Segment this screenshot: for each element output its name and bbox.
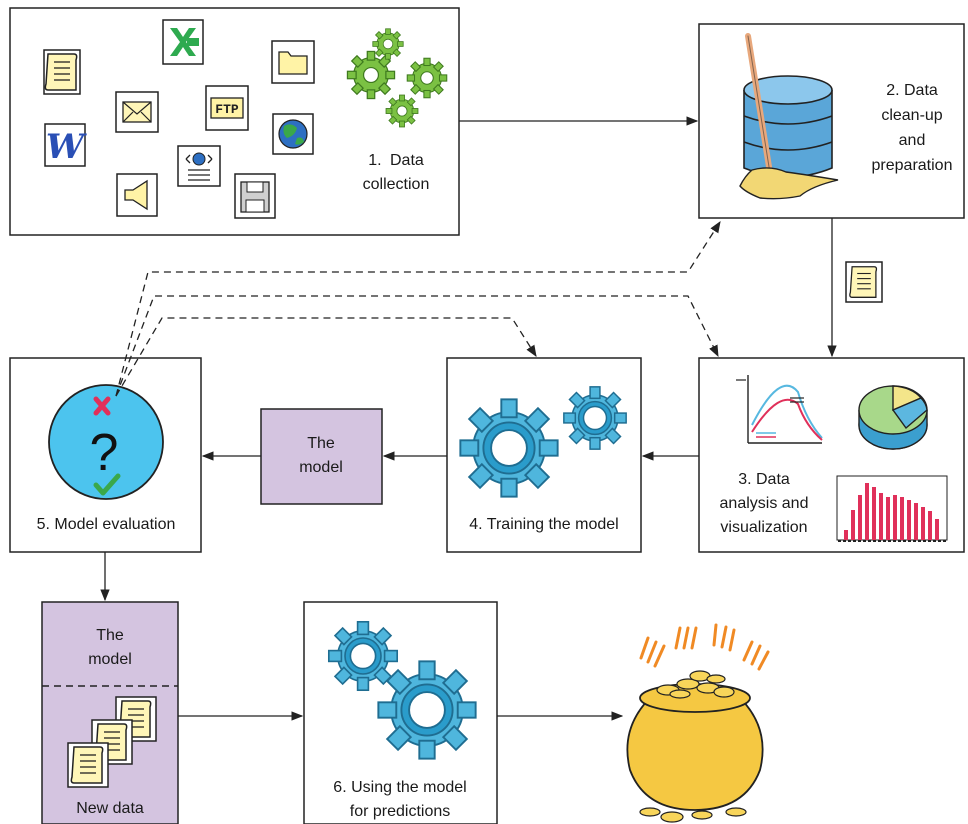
step-data-collection: FTP W [9,7,460,236]
question-mark: ? [90,424,119,482]
step-1-word: Data [390,152,424,169]
feedback-to-training [115,317,537,397]
step-1-label: 1. Data [368,152,424,169]
step-4-label: 4. Training the model [469,516,618,533]
new-data-label: New data [76,800,144,817]
cross-icon [93,396,111,416]
gears-icon [346,28,448,128]
step-training: 4. Training the model [446,357,642,553]
floppy-disk-icon [234,173,276,219]
bar-chart-icon [836,475,948,542]
step-3-label-line3: visualization [720,519,807,536]
document-icon [43,49,81,95]
step-data-analysis: 3. Data analysis and visualization [698,357,965,553]
step-6-label-line2: for predictions [350,803,451,820]
model-box: The model [260,408,383,505]
training-gears-icon [459,386,627,498]
step-2-label-line2: clean-up [881,107,942,124]
check-icon [93,473,121,496]
new-data-model-line1: The [96,627,124,644]
step-6-label-line1: 6. Using the model [333,779,466,796]
step-5-label: 5. Model evaluation [37,516,176,533]
new-data-model-line2: model [88,651,132,668]
word-letter: W [46,127,87,167]
new-data-documents-icon [67,696,157,788]
model-label-line2: model [299,459,343,476]
feedback-arrows [115,221,721,397]
new-data-box: The model New data [41,601,179,824]
web-page-icon [177,145,221,187]
model-label-line1: The [307,435,335,452]
pie-chart-icon [858,385,928,450]
speaker-icon [116,173,158,217]
step-2-label-line3: and [899,132,926,149]
step-2-label-line4: preparation [872,157,953,174]
step-1-number: 1. [368,152,381,169]
pot-of-gold-icon [626,623,770,823]
broom-icon [739,33,839,200]
folder-icon [271,40,315,84]
excel-icon [162,19,204,65]
step-3-label-line2: analysis and [720,495,809,512]
step-1-label-line2: collection [363,176,430,193]
feedback-to-cleanup [115,221,721,397]
email-icon [115,91,159,133]
step-predictions: 6. Using the model for predictions [303,601,498,824]
globe-icon [272,113,314,155]
step-2-label-line1: 2. Data [886,82,938,99]
word-icon: W [44,123,87,167]
prepared-data-document-icon [845,261,883,303]
ftp-label: FTP [215,102,239,117]
ftp-icon: FTP [205,85,249,131]
step-3-label-line1: 3. Data [738,471,790,488]
step-model-evaluation: ? 5. Model evaluation [9,357,202,553]
line-chart-icon [736,375,823,444]
step-data-cleanup: 2. Data clean-up and preparation [698,23,965,219]
evaluation-icon: ? [48,384,164,500]
feedback-to-analysis [115,295,719,397]
flow-arrows [100,116,837,721]
prediction-gears-icon [327,620,477,760]
